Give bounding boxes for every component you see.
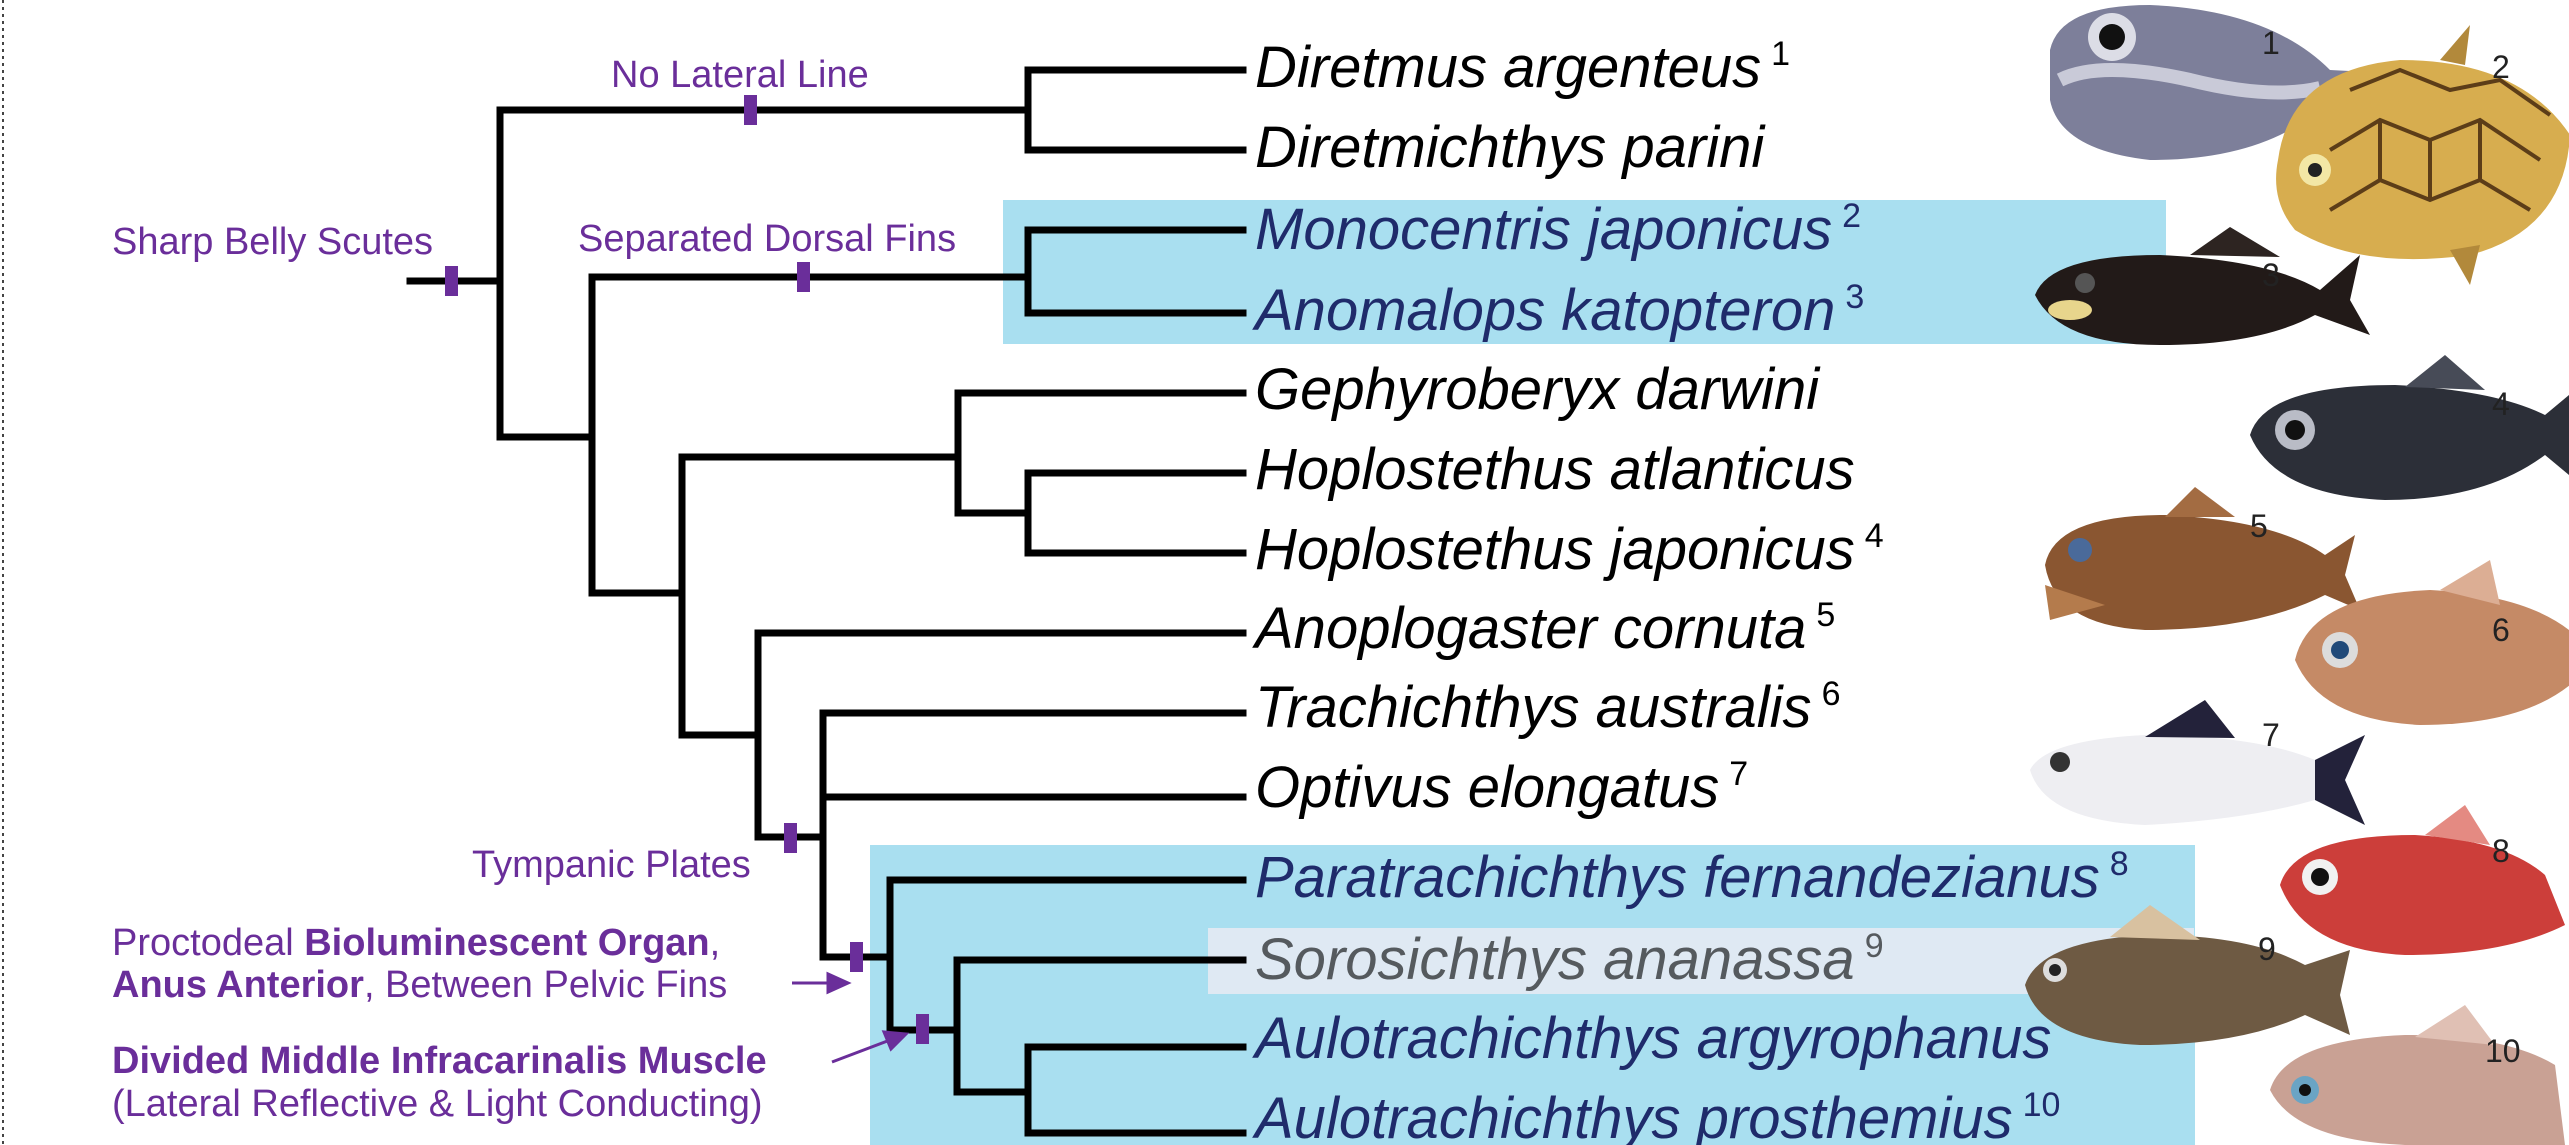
photo-number: 1: [2262, 25, 2280, 61]
fish-anoplogaster-icon: [2045, 487, 2360, 630]
taxon-name: Hoplostethus japonicus: [1255, 517, 1855, 582]
bioluminescent-organ-text: Bioluminescent Organ: [304, 922, 709, 964]
taxon-name: Diretmichthys parini: [1255, 115, 1766, 180]
photo-number: 10: [2485, 1033, 2521, 1069]
tick-proctodeal-organ: [850, 942, 863, 972]
taxon-name: Paratrachichthys fernandezianus: [1255, 845, 2100, 910]
taxon-label: Hoplostethus atlanticus: [1255, 437, 1855, 502]
fish-hoplostethus-icon: [2250, 355, 2569, 500]
taxon-name: Sorosichthys ananassa: [1255, 927, 1855, 992]
taxon-name: Trachichthys australis: [1255, 675, 1812, 740]
taxon-label: Diretmichthys parini: [1255, 115, 1766, 180]
taxon-label: Anomalops katopteron 3: [1252, 278, 1864, 343]
taxon-name: Anomalops katopteron: [1252, 278, 1835, 343]
taxon-name: Anoplogaster cornuta: [1252, 596, 1806, 661]
taxon-name: Hoplostethus atlanticus: [1255, 437, 1855, 502]
fish-aulotrachichthys-icon: [2270, 1005, 2565, 1145]
taxon-photo-number: 7: [1729, 755, 1748, 793]
label-no-lateral-line: No Lateral Line: [611, 54, 869, 96]
taxon-label: Monocentris japonicus 2: [1255, 197, 1861, 262]
label-proctodeal-line1: Proctodeal Bioluminescent Organ,: [112, 922, 720, 964]
tick-divided-muscle: [916, 1014, 929, 1044]
taxon-name: Aulotrachichthys prosthemius: [1252, 1086, 2013, 1145]
photo-number: 5: [2250, 508, 2268, 544]
taxon-name: Aulotrachichthys argyrophanus: [1252, 1006, 2051, 1071]
taxon-label: Gephyroberyx darwini: [1255, 357, 1821, 422]
taxon-label: Paratrachichthys fernandezianus 8: [1255, 845, 2129, 910]
arrow-proctodeal-head: [828, 974, 848, 992]
taxon-photo-number: 2: [1842, 197, 1861, 235]
taxon-name: Diretmus argenteus: [1255, 35, 1761, 100]
between-pelvic-fins-text: , Between Pelvic Fins: [364, 964, 727, 1006]
taxon-photo-number: 4: [1865, 517, 1884, 555]
tick-sharp-belly-scutes: [445, 266, 458, 296]
taxon-label: Aulotrachichthys argyrophanus: [1252, 1006, 2051, 1071]
taxon-label: Aulotrachichthys prosthemius 10: [1252, 1086, 2060, 1145]
taxon-name: Optivus elongatus: [1255, 755, 1719, 820]
label-lateral-reflective: (Lateral Reflective & Light Conducting): [112, 1083, 763, 1125]
fish-paratrachichthys-icon: [2280, 805, 2565, 955]
taxon-name: Gephyroberyx darwini: [1255, 357, 1821, 422]
taxon-label: Anoplogaster cornuta 5: [1252, 596, 1835, 661]
taxon-label: Sorosichthys ananassa 9: [1255, 927, 1884, 992]
label-separated-dorsal-fins: Separated Dorsal Fins: [578, 218, 956, 260]
label-tympanic-plates: Tympanic Plates: [472, 844, 751, 886]
trait-labels: No Lateral Line Sharp Belly Scutes Separ…: [112, 54, 956, 1125]
photo-number: 2: [2492, 49, 2510, 85]
photo-number: 3: [2262, 257, 2280, 293]
taxon-label: Trachichthys australis 6: [1255, 675, 1840, 740]
photo-number: 7: [2262, 717, 2280, 753]
taxon-photo-number: 8: [2110, 845, 2129, 883]
anus-anterior-text: Anus Anterior: [112, 964, 364, 1006]
taxon-name: Monocentris japonicus: [1255, 197, 1832, 262]
photo-number: 6: [2492, 612, 2510, 648]
fish-optivus-icon: [2030, 700, 2365, 825]
label-sharp-belly-scutes: Sharp Belly Scutes: [112, 221, 433, 263]
taxon-photo-number: 9: [1865, 927, 1884, 965]
taxon-label: Diretmus argenteus 1: [1255, 35, 1790, 100]
label-proctodeal-line2: Anus Anterior, Between Pelvic Fins: [112, 964, 727, 1006]
taxon-label: Hoplostethus japonicus 4: [1255, 517, 1884, 582]
taxon-photo-number: 10: [2023, 1086, 2061, 1124]
tick-separated-dorsal-fins: [797, 262, 810, 292]
proctodeal-comma: ,: [710, 922, 721, 964]
taxon-photo-number: 5: [1816, 596, 1835, 634]
photo-number: 9: [2258, 931, 2276, 967]
label-divided-muscle: Divided Middle Infracarinalis Muscle: [112, 1040, 767, 1082]
taxon-photo-number: 6: [1822, 675, 1841, 713]
proctodeal-prefix: Proctodeal: [112, 922, 304, 964]
taxon-photo-number: 1: [1771, 35, 1790, 73]
taxon-photo-number: 3: [1845, 278, 1864, 316]
photo-number: 8: [2492, 833, 2510, 869]
tick-no-lateral-line: [744, 95, 757, 125]
fish-photos: [2025, 5, 2569, 1145]
taxon-label: Optivus elongatus 7: [1255, 755, 1748, 820]
photo-number: 4: [2492, 386, 2510, 422]
tick-tympanic-plates: [784, 823, 797, 853]
